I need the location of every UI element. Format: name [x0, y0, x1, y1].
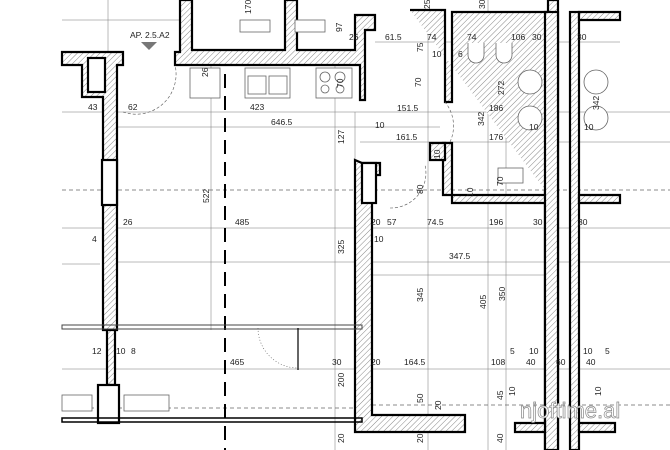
dim-label: 485 — [235, 217, 249, 227]
dim-label: 8 — [131, 346, 136, 356]
dim-label: 6 — [458, 49, 463, 59]
watermark: njoftime.al — [520, 398, 620, 423]
dim-label: 350 — [497, 287, 507, 301]
dim-label: 40 — [586, 357, 596, 367]
bathroom-sink-1 — [239, 19, 271, 33]
dim-label: 127 — [336, 130, 346, 144]
dim-label: 4 — [92, 234, 97, 244]
dim-label: 196 — [489, 217, 503, 227]
dim-label: 61.5 — [385, 32, 402, 42]
dim-label: 522 — [201, 189, 211, 203]
dim-label: 10 — [116, 346, 126, 356]
apartment-marker: AP. 2.5.A2 — [130, 30, 170, 50]
dim-label: 43 — [88, 102, 98, 112]
dim-label: 26 — [349, 32, 359, 42]
dim-label: 80 — [415, 184, 425, 194]
dim-label: 20 — [336, 433, 346, 443]
dim-label: 10 — [584, 122, 594, 132]
dim-label: 423 — [250, 102, 264, 112]
dim-label: 164.5 — [404, 357, 426, 367]
dim-label: 30 — [577, 32, 587, 42]
dim-label: 151.5 — [397, 103, 419, 113]
dim-label: 60 — [556, 357, 566, 367]
dim-label: 25 — [422, 0, 432, 9]
dim-label: 20 — [371, 217, 381, 227]
dim-label: 20 — [415, 433, 425, 443]
dim-label: 272 — [496, 81, 506, 95]
dim-label: 325 — [336, 240, 346, 254]
washbasin — [497, 167, 524, 184]
apartment-label: AP. 2.5.A2 — [130, 30, 170, 40]
marker-triangle-icon — [141, 42, 157, 50]
fixtures — [61, 19, 609, 412]
toilet — [467, 43, 485, 64]
dim-label: 10 — [583, 346, 593, 356]
dimension-lines — [62, 0, 670, 450]
dim-label: 40 — [495, 433, 505, 443]
dim-label: 170 — [243, 0, 253, 14]
dim-label: 30 — [332, 357, 342, 367]
dim-label: 347.5 — [449, 251, 471, 261]
dim-label: 5 — [510, 346, 515, 356]
dim-label: 26 — [200, 67, 210, 77]
dim-label: 161.5 — [396, 132, 418, 142]
counter-cabinet — [189, 67, 221, 99]
dim-label: 57 — [387, 217, 397, 227]
dim-label: 12 — [92, 346, 102, 356]
dim-label: 75 — [415, 42, 425, 52]
dim-label: 342 — [476, 112, 486, 126]
dim-label: 70 — [413, 77, 423, 87]
dim-label: 30 — [477, 0, 487, 9]
dim-label: 10 — [529, 122, 539, 132]
dim-label: 5 — [605, 346, 610, 356]
dim-label: 10 — [593, 386, 603, 396]
dim-label: 97 — [334, 22, 344, 32]
dim-label: 50 — [415, 393, 425, 403]
dim-label: 30 — [532, 32, 542, 42]
dim-label: 342 — [591, 96, 601, 110]
dim-label: 20 — [433, 400, 443, 410]
dim-label: 10 — [507, 386, 517, 396]
dim-label: 10 — [529, 346, 539, 356]
dim-label: 345 — [415, 288, 425, 302]
dim-label: 74 — [427, 32, 437, 42]
dim-label: 40 — [526, 357, 536, 367]
dim-label: 10 — [374, 234, 384, 244]
dim-label: 70 — [495, 176, 505, 186]
dim-label: 10 — [465, 187, 475, 197]
dim-label: 465 — [230, 357, 244, 367]
dim-label: 74 — [467, 32, 477, 42]
dim-label: 20 — [371, 357, 381, 367]
bathroom-sink-2 — [294, 19, 326, 33]
dim-label: 186 — [489, 103, 503, 113]
dim-label: 45 — [495, 390, 505, 400]
dim-label: 108 — [491, 357, 505, 367]
dim-label: 200 — [336, 373, 346, 387]
stove — [315, 67, 353, 99]
dim-label: 74.5 — [427, 217, 444, 227]
dim-label: 10 — [432, 49, 442, 59]
dim-label: 26 — [123, 217, 133, 227]
dim-label: 176 — [489, 132, 503, 142]
dim-label: 62 — [128, 102, 138, 112]
dim-label: 10 — [432, 149, 442, 159]
dim-label: 405 — [478, 295, 488, 309]
bidet — [495, 43, 513, 64]
dim-label: 646.5 — [271, 117, 293, 127]
dim-label: 30 — [578, 217, 588, 227]
dim-label: 30 — [533, 217, 543, 227]
dim-label: 10 — [375, 120, 385, 130]
dim-label: 106 — [511, 32, 525, 42]
dimension-labels: 170 97 26 25 30 61.5 74 74 106 30 30 75 … — [88, 0, 610, 443]
dim-label: 70 — [335, 78, 345, 88]
